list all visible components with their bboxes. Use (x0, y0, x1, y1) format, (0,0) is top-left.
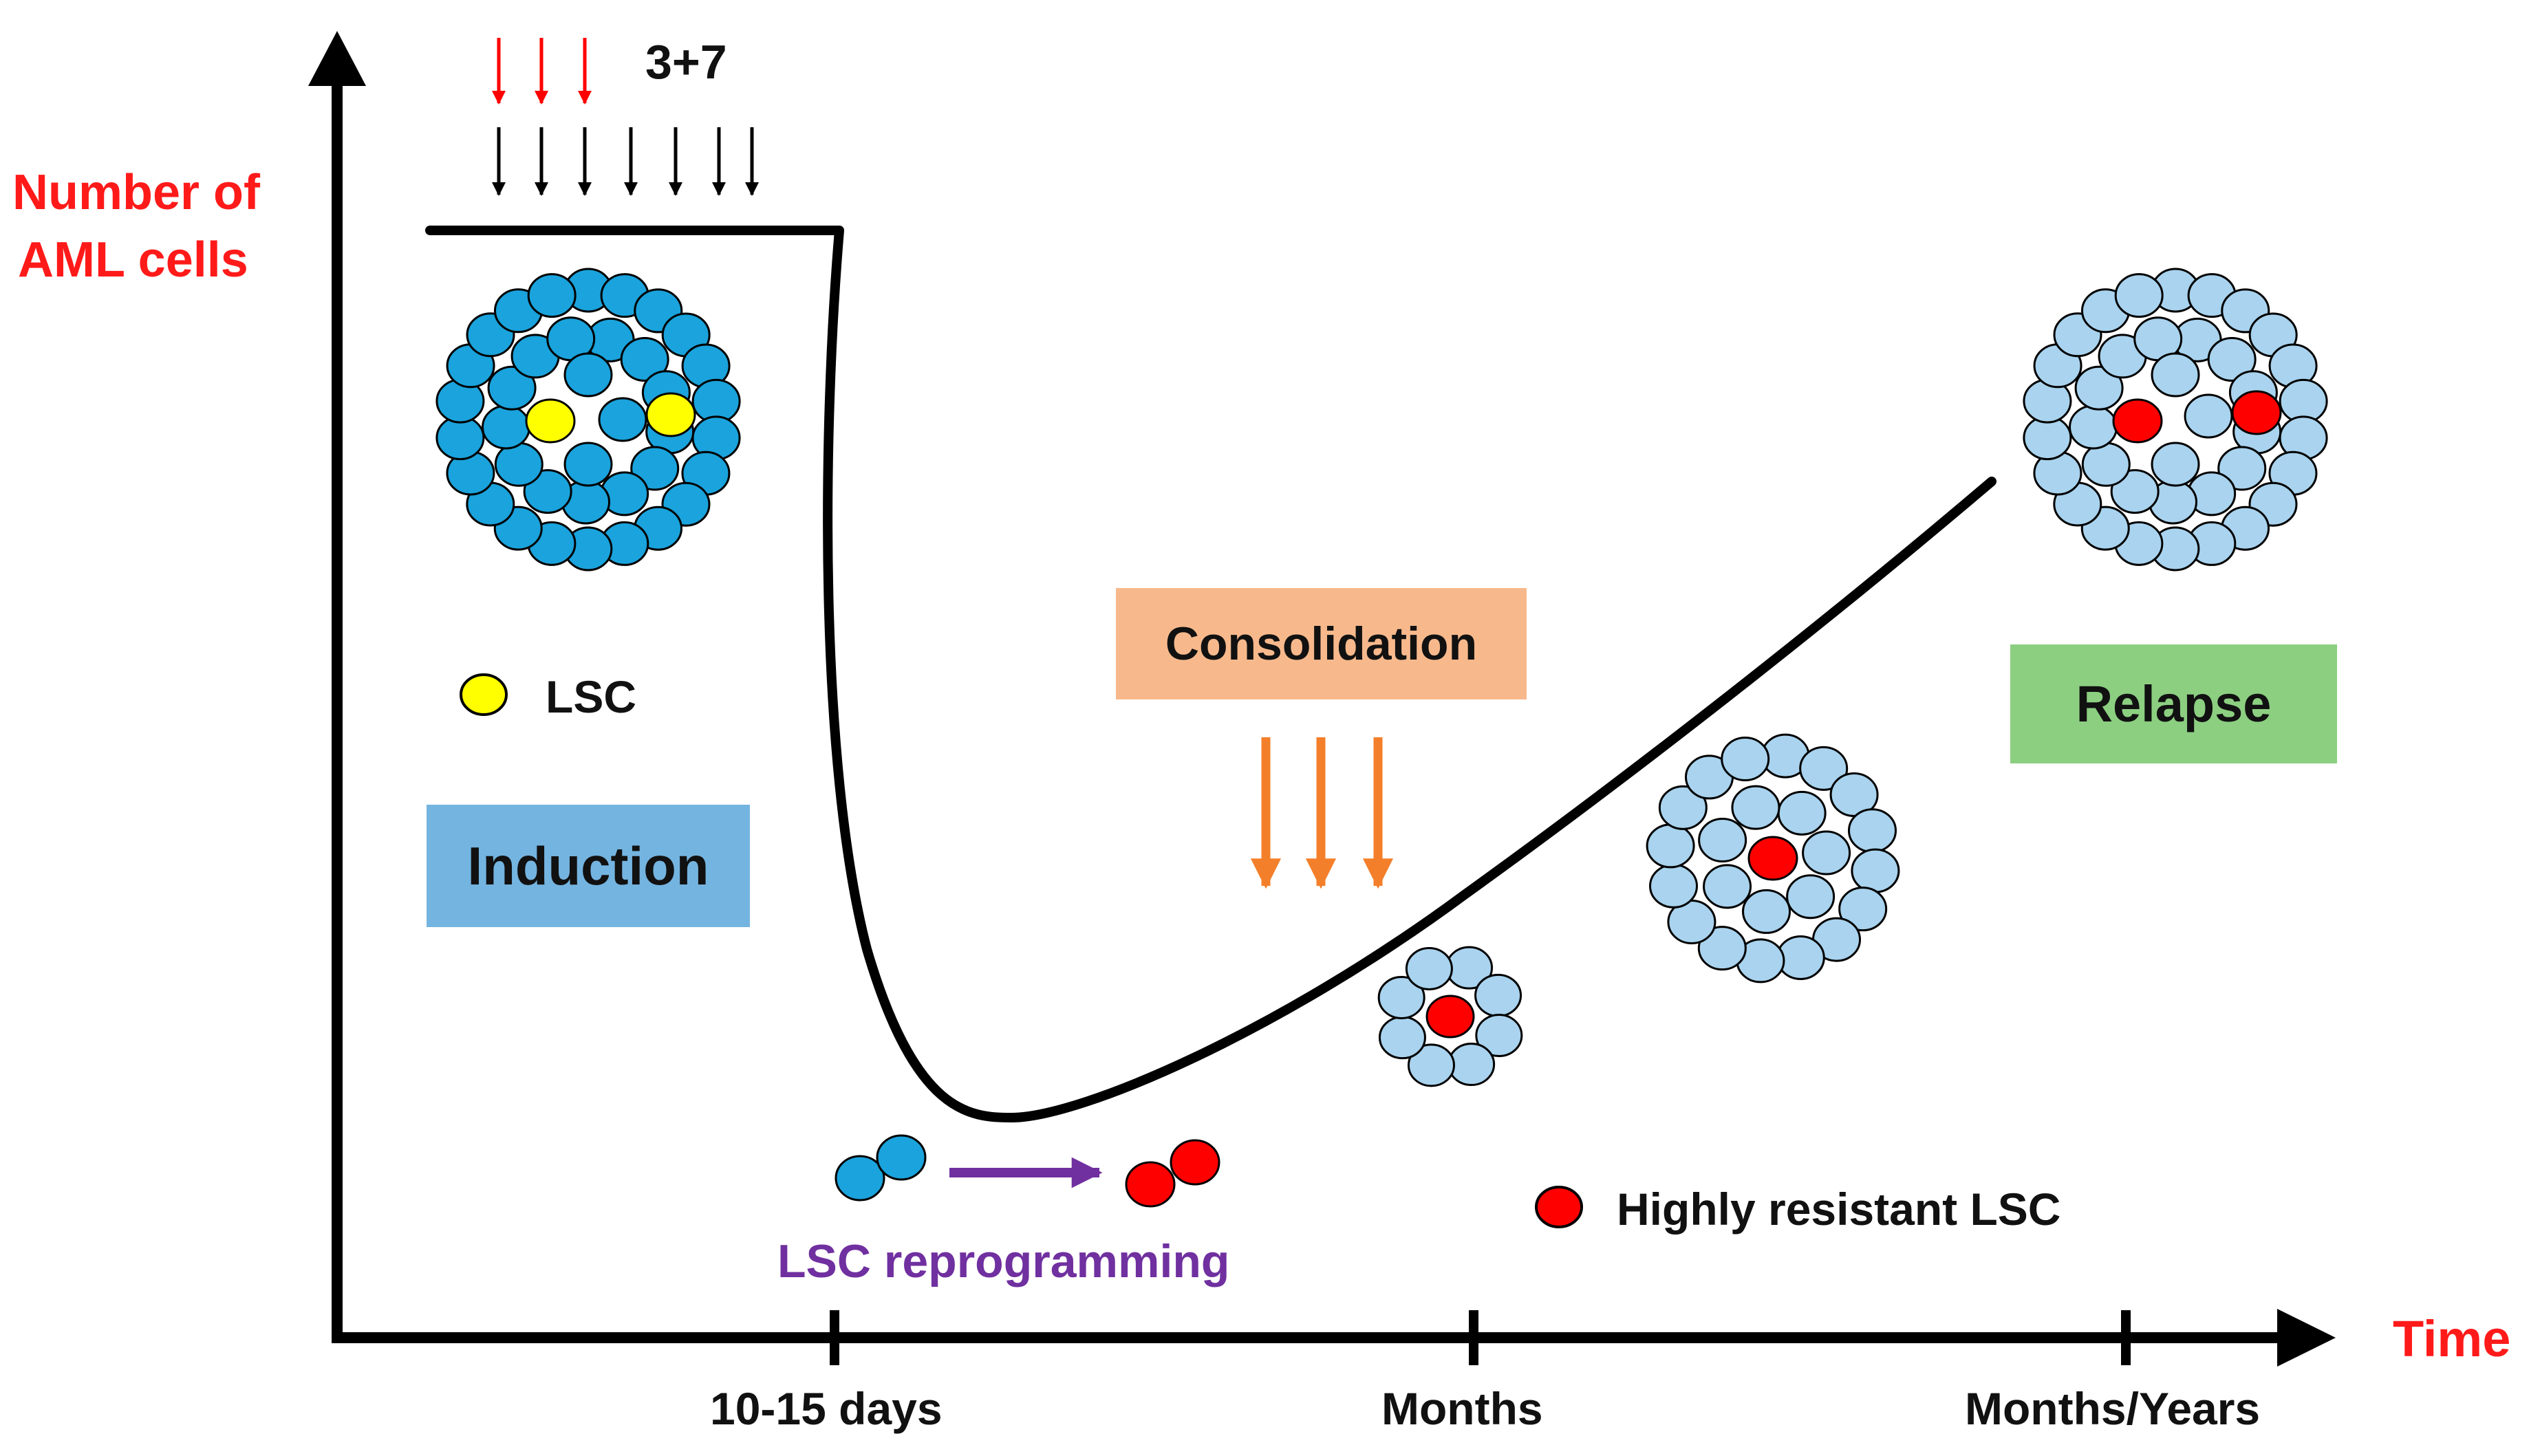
aml-cell (523, 469, 572, 514)
lsc-cell (525, 398, 576, 444)
relapse-cell-cluster (2023, 268, 2328, 572)
aml-cell-count-curve (425, 226, 1997, 1122)
regrowth-cell (1405, 946, 1453, 990)
regrowth-cell (1799, 746, 1849, 791)
resistant-lsc-cell (2112, 398, 2163, 444)
resistant-lsc-cell (1125, 1161, 1176, 1208)
resistant-lsc-cell (2231, 390, 2282, 435)
aml-cell (630, 446, 680, 491)
aml-cell (876, 1134, 927, 1181)
y-axis-arrowhead (308, 31, 366, 86)
relapse-cell (2151, 442, 2200, 487)
regrowth-cell (1703, 864, 1752, 909)
regimen-label: 3+7 (645, 35, 727, 89)
relapse-cell (2184, 393, 2233, 439)
regrowth-cell (1786, 874, 1836, 920)
regrowth-cell (1447, 1043, 1496, 1087)
regrowth-cell (1378, 1016, 1426, 1060)
regrowth-cell (1847, 808, 1897, 854)
resistant-lsc-cell (1170, 1139, 1220, 1186)
regrowth-cell (1698, 818, 1747, 863)
lsc-cell (645, 392, 696, 437)
y-axis-label-line1: Number of (12, 165, 260, 220)
relapse-cell (2081, 442, 2131, 487)
consolidation-label: Consolidation (1165, 618, 1478, 670)
regrowth-cell (1474, 973, 1522, 1017)
regrowth-cell (1851, 848, 1900, 893)
relapse-cell (2074, 365, 2124, 411)
relapse-box-bg (2010, 644, 2337, 763)
induction-box-bg (427, 805, 750, 927)
aml-cell (487, 365, 537, 411)
aml-cell (482, 404, 531, 450)
consolidation-box-bg (1116, 588, 1527, 699)
cytarabine-daunorubicin-arrows-red (492, 38, 592, 105)
aml-cell (527, 273, 577, 318)
regrowth-cell (1658, 785, 1708, 830)
regrowth-cell-cluster-medium (1646, 733, 1900, 984)
resistant-lsc-legend-dot (1535, 1186, 1583, 1228)
resistant-lsc-legend-label: Highly resistant LSC (1617, 1184, 2061, 1235)
aml-cell (598, 397, 647, 442)
relapse-cell (2217, 446, 2267, 491)
resistant-lsc-cell (1747, 836, 1798, 881)
tick-label-months-years: Months/Years (1965, 1383, 2261, 1434)
lsc-legend-dot (460, 673, 508, 716)
regrowth-cell (1407, 1043, 1455, 1087)
regrowth-cell (1377, 975, 1425, 1019)
lsc-legend-label: LSC (546, 671, 636, 722)
x-axis-label: Time (2393, 1310, 2511, 1367)
aml-cell (563, 442, 613, 487)
regrowth-cell (1475, 1014, 1523, 1058)
induction-aml-cell-cluster (435, 268, 741, 572)
reprogramming-cell-pairs (835, 1134, 1220, 1208)
induction-label: Induction (467, 836, 709, 896)
resistant-lsc-cell (1425, 995, 1475, 1039)
tick-label-10-15-days: 10-15 days (710, 1383, 943, 1434)
relapse-cell (2069, 404, 2118, 450)
regrowth-cell-cluster-small (1377, 946, 1523, 1087)
aml-cell (563, 352, 613, 398)
aml-cell (620, 337, 669, 382)
reprogramming-label: LSC reprogramming (777, 1235, 1230, 1287)
regrowth-cell (1731, 785, 1780, 830)
regrowth-cell (1838, 887, 1888, 932)
relapse-cell (2151, 352, 2200, 398)
regrowth-cell (1742, 889, 1791, 934)
tick-label-months: Months (1381, 1383, 1543, 1434)
relapse-cell (2110, 469, 2160, 514)
regrowth-cell (1777, 790, 1827, 836)
y-axis-label-line2: AML cells (18, 232, 248, 287)
relapse-label: Relapse (2076, 675, 2272, 732)
cytarabine-arrows-black (492, 127, 759, 196)
regrowth-cell (1649, 863, 1699, 909)
consolidation-arrows (1250, 737, 1394, 889)
aml-cell (835, 1155, 885, 1202)
aml-cell (494, 442, 543, 487)
relapse-cell (2114, 273, 2164, 318)
relapse-cell (2207, 337, 2257, 382)
regrowth-cell (1802, 830, 1851, 876)
regrowth-cell (1646, 823, 1695, 869)
regrowth-cell (1697, 926, 1747, 971)
regrowth-cell (1721, 737, 1770, 782)
x-axis-arrowhead (2277, 1309, 2336, 1367)
